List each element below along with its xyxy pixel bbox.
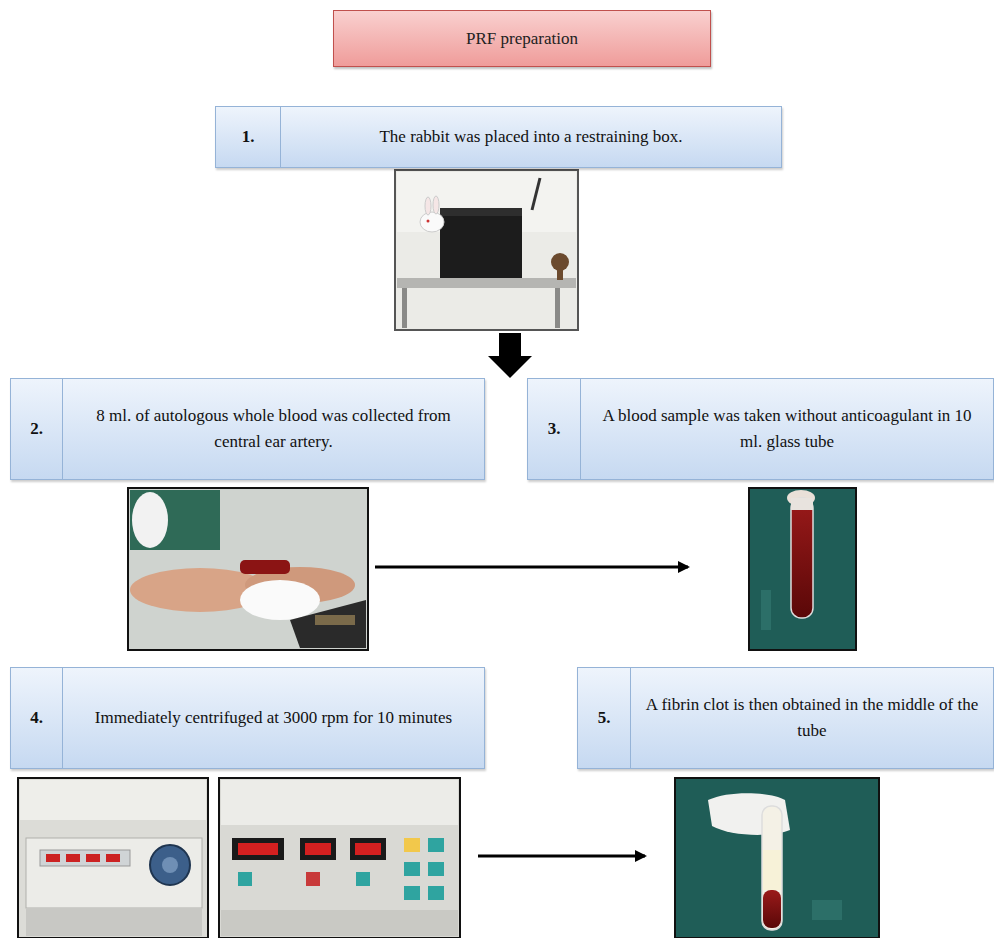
step-text: Immediately centrifuged at 3000 rpm for … bbox=[63, 668, 484, 768]
step-text: A fibrin clot is then obtained in the mi… bbox=[631, 668, 993, 768]
step-number: 3. bbox=[528, 379, 581, 479]
title-box: PRF preparation bbox=[333, 10, 711, 67]
step-number: 4. bbox=[11, 668, 63, 768]
step-number: 1. bbox=[216, 107, 281, 167]
step-box: 4.Immediately centrifuged at 3000 rpm fo… bbox=[10, 667, 485, 769]
photo-blood-collection bbox=[128, 488, 368, 650]
step-number: 2. bbox=[11, 379, 63, 479]
step-box: 3.A blood sample was taken without antic… bbox=[527, 378, 994, 480]
photo-centrifuge bbox=[18, 778, 208, 938]
step-text: 8 ml. of autologous whole blood was coll… bbox=[63, 379, 484, 479]
step-text: A blood sample was taken without anticoa… bbox=[581, 379, 993, 479]
down-arrow bbox=[488, 333, 532, 378]
photo-fibrin-clot bbox=[675, 778, 879, 938]
title: PRF preparation bbox=[466, 29, 578, 49]
photo-glass-tube bbox=[749, 488, 856, 650]
flow-arrow bbox=[478, 855, 645, 858]
photo-rabbit bbox=[395, 170, 578, 330]
step-box: 5.A fibrin clot is then obtained in the … bbox=[577, 667, 994, 769]
step-number: 5. bbox=[578, 668, 631, 768]
flow-arrow bbox=[375, 566, 688, 569]
photo-control-panel bbox=[219, 778, 460, 938]
step-text: The rabbit was placed into a restraining… bbox=[281, 107, 781, 167]
step-box: 1.The rabbit was placed into a restraini… bbox=[215, 106, 782, 168]
step-box: 2.8 ml. of autologous whole blood was co… bbox=[10, 378, 485, 480]
